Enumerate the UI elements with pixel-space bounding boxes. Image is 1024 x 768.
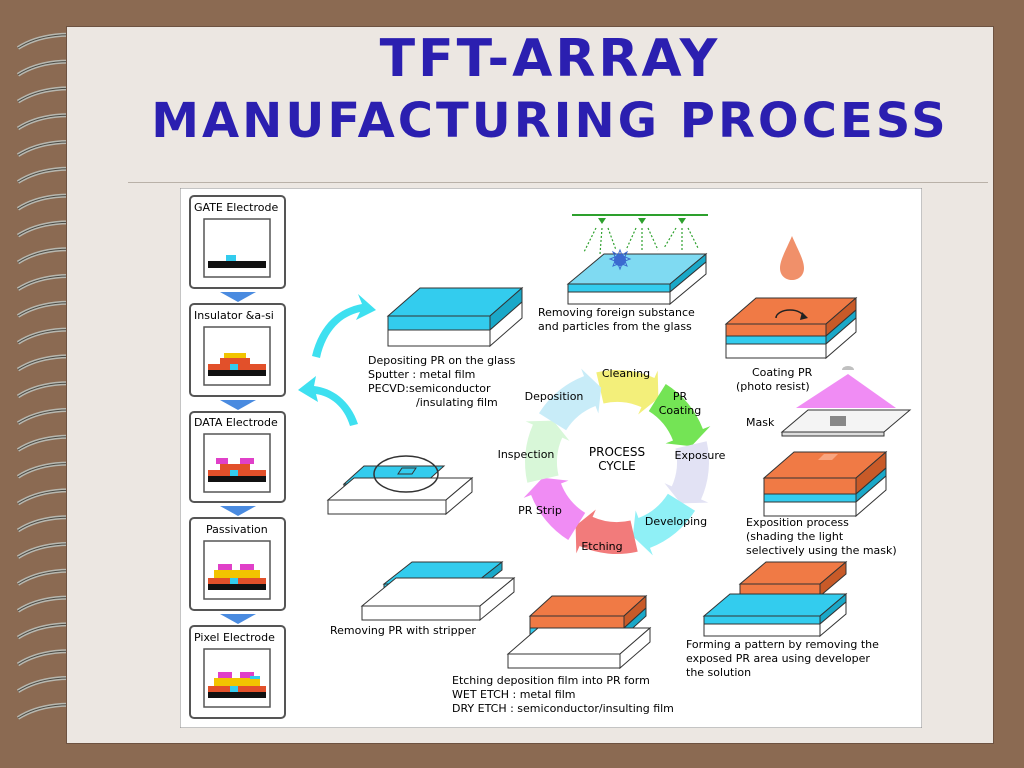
coating-illustration (724, 236, 858, 360)
step-data-electrode: DATA Electrode (189, 411, 286, 503)
svg-text:and particles from the glass: and particles from the glass (538, 320, 692, 333)
svg-text:Exposition process: Exposition process (746, 516, 849, 529)
forming-caption: Forming a pattern by removing the expose… (686, 638, 879, 679)
cycle-segment (596, 370, 659, 415)
svg-text:exposed PR area using develope: exposed PR area using developer (686, 652, 870, 665)
svg-text:(photo resist): (photo resist) (736, 380, 810, 393)
title-line-2: MANUFACTURING PROCESS (151, 93, 949, 149)
coating-caption: Coating PR (photo resist) (736, 366, 813, 393)
curved-arrow-icon (312, 294, 376, 358)
svg-text:Etching deposition film into P: Etching deposition film into PR form (452, 674, 650, 687)
cycle-segment (525, 420, 570, 483)
down-arrow-icon (220, 506, 256, 516)
down-arrow-icon (220, 292, 256, 302)
mask-label: Mask (746, 416, 775, 429)
svg-text:WET ETCH : metal film: WET ETCH : metal film (452, 688, 576, 701)
etching-illustration (506, 594, 652, 670)
cycle-label-etching: Etching (581, 540, 622, 553)
cycle-label-cleaning: Cleaning (602, 367, 650, 380)
svg-text:Forming a pattern by removing: Forming a pattern by removing the (686, 638, 879, 651)
depositing-caption: Depositing PR on the glass Sputter : met… (368, 354, 516, 409)
cycle-segment (648, 383, 711, 447)
step-label: Pixel Electrode (194, 631, 275, 644)
slide-title: TFT-ARRAY MANUFACTURING PROCESS (100, 28, 1000, 152)
svg-text:PECVD:semiconductor: PECVD:semiconductor (368, 382, 491, 395)
developing-illustration (702, 560, 848, 638)
cycle-label-deposition: Deposition (525, 390, 584, 403)
cycle-label-pr-coating-1: PR (673, 390, 688, 403)
step-gate-electrode: GATE Electrode (189, 195, 286, 289)
cycle-center-line-2: CYCLE (598, 459, 636, 473)
exposure-illustration (762, 366, 912, 518)
svg-text:Depositing PR on the glass: Depositing PR on the glass (368, 354, 516, 367)
cycle-label-developing: Developing (645, 515, 707, 528)
svg-text:Sputter : metal film: Sputter : metal film (368, 368, 475, 381)
strip-illustration (360, 560, 516, 622)
cycle-label-inspection: Inspection (498, 448, 555, 461)
cycle-label-exposure: Exposure (675, 449, 726, 462)
cycle-segment (538, 368, 602, 431)
step-insulator: Insulator &a-si (189, 303, 286, 397)
depositing-illustration (386, 286, 524, 348)
cycle-label-pr-strip: PR Strip (518, 504, 562, 517)
cleaning-illustration (566, 214, 708, 306)
svg-text:DRY ETCH : semiconductor/insul: DRY ETCH : semiconductor/insulting film (452, 702, 674, 715)
step-pixel-electrode: Pixel Electrode (189, 625, 286, 719)
down-arrow-icon (220, 614, 256, 624)
svg-text:selectively using the mask): selectively using the mask) (746, 544, 897, 557)
removing-pr-caption: Removing PR with stripper (330, 624, 476, 637)
cycle-segment (664, 441, 709, 504)
curved-arrow-icon (298, 376, 358, 426)
exposition-caption: Exposition process (shading the light se… (746, 516, 897, 557)
title-rule (128, 182, 988, 183)
title-line-1: TFT-ARRAY (379, 29, 721, 89)
svg-text:Removing foreign substance: Removing foreign substance (538, 306, 695, 319)
svg-text:/insulating film: /insulating film (416, 396, 498, 409)
process-cycle: PROCESS CYCLE Cleaning PR Coating Exposu… (498, 367, 726, 556)
process-diagram: GATE Electrode Insulator &a-si DATA Elec… (180, 188, 922, 728)
step-label: GATE Electrode (194, 201, 278, 214)
etching-caption: Etching deposition film into PR form WET… (452, 674, 674, 715)
cycle-label-pr-coating-2: Coating (659, 404, 701, 417)
step-label: DATA Electrode (194, 416, 278, 429)
svg-text:the solution: the solution (686, 666, 751, 679)
cycle-segment (575, 509, 638, 554)
removing-foreign-caption: Removing foreign substance and particles… (538, 306, 695, 333)
svg-text:(shading the light: (shading the light (746, 530, 844, 543)
cycle-segment (632, 493, 696, 556)
svg-text:Coating PR: Coating PR (752, 366, 813, 379)
cycle-segment (523, 477, 586, 541)
step-label: Passivation (206, 523, 268, 536)
step-label: Insulator &a-si (194, 309, 274, 322)
down-arrow-icon (220, 400, 256, 410)
inspection-illustration (326, 455, 474, 516)
step-passivation: Passivation (189, 517, 286, 611)
cycle-center-line-1: PROCESS (589, 445, 645, 459)
